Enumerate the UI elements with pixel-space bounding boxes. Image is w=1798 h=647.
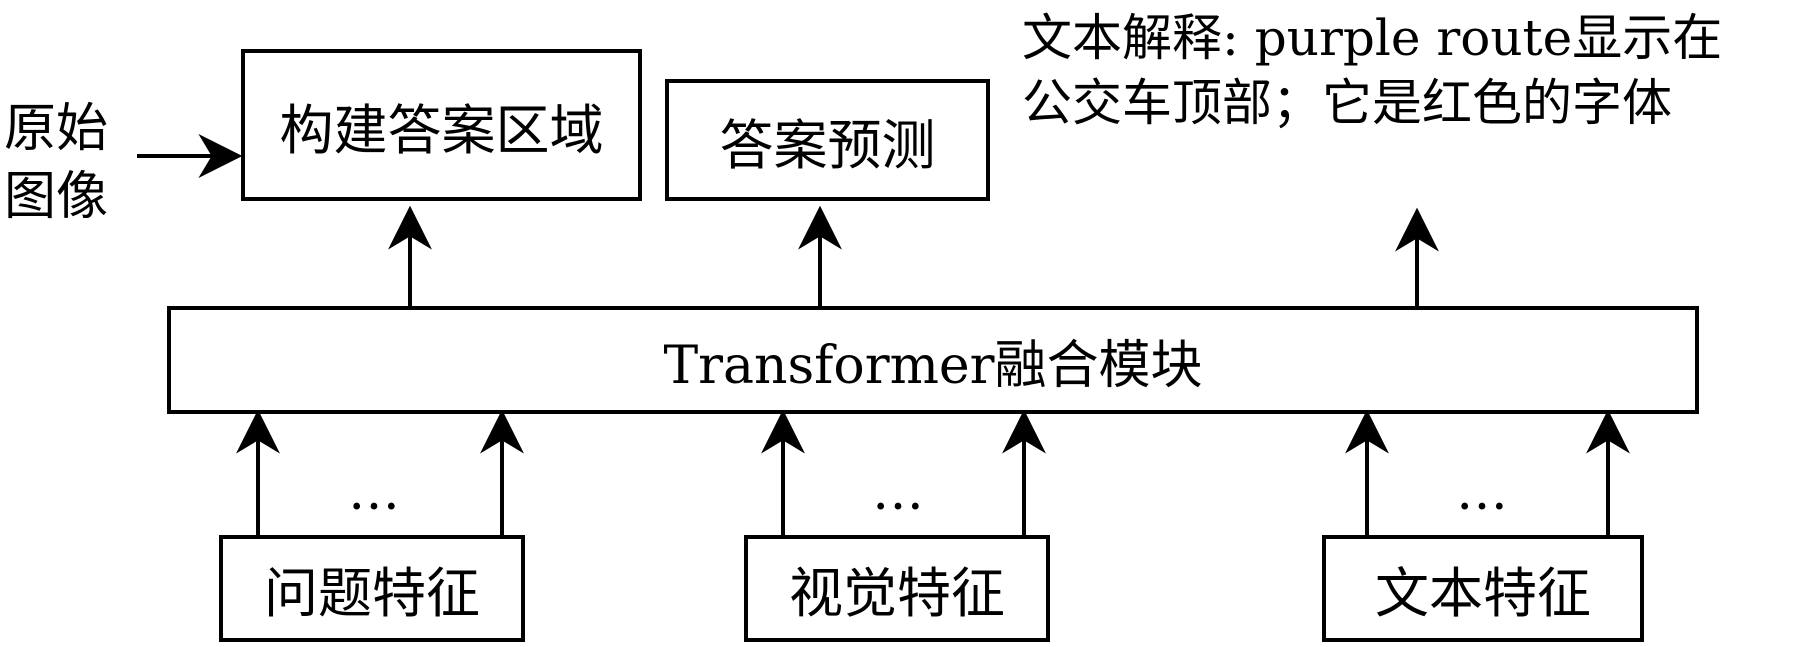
input-image-label-line2: 图像 [4,166,109,227]
question-features-box: 问题特征 [219,535,525,642]
visual-features-label: 视觉特征 [789,562,1005,625]
text-explanation-line1: 文本解释: purple route显示在 [1022,9,1723,67]
build-answer-region-box: 构建答案区域 [241,49,642,201]
transformer-fusion-module-label: Transformer融合模块 [663,335,1203,396]
text-features-label: 文本特征 [1375,562,1591,625]
transformer-fusion-module: Transformer融合模块 [167,306,1699,414]
text-features-box: 文本特征 [1322,535,1644,642]
ellipsis-text: … [1456,462,1508,522]
text-explanation-line2: 公交车顶部；它是红色的字体 [1022,74,1672,132]
ellipsis-question: … [348,462,400,522]
build-answer-region-label: 构建答案区域 [279,98,604,162]
answer-prediction-box: 答案预测 [665,79,990,201]
answer-prediction-label: 答案预测 [719,113,936,177]
text-explanation-annotation: 文本解释: purple route显示在 公交车顶部；它是红色的字体 [1022,6,1722,136]
visual-features-box: 视觉特征 [744,535,1050,642]
question-features-label: 问题特征 [264,562,480,625]
input-image-label-line1: 原始 [4,99,109,159]
input-image-label: 原始 图像 [4,96,108,231]
ellipsis-visual: … [872,462,924,522]
